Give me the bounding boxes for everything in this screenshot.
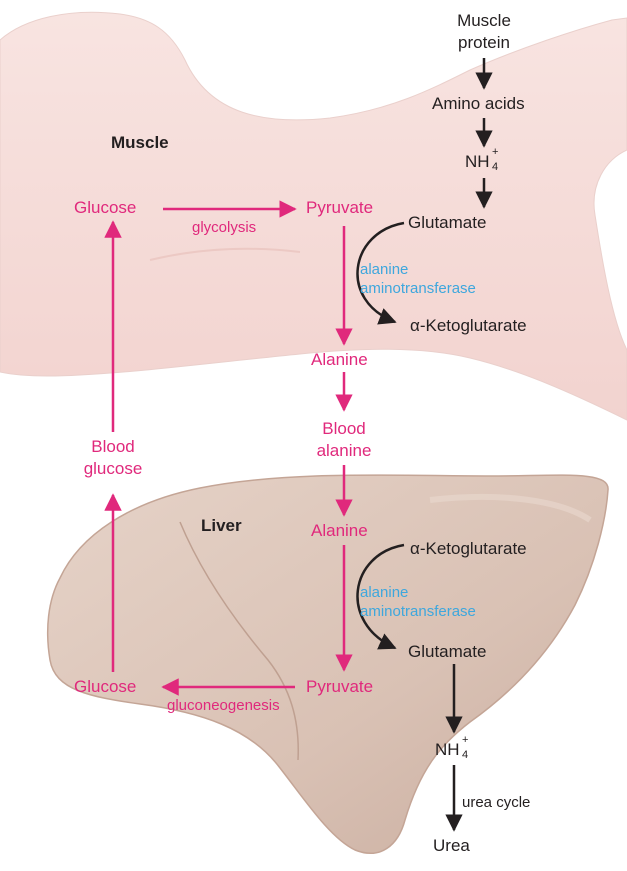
muscle-pyruvate-label: Pyruvate	[306, 198, 374, 217]
muscle-alanine-label: Alanine	[311, 350, 368, 369]
liver-region-label: Liver	[201, 516, 242, 535]
muscle-nh4-subscript: 4	[492, 161, 499, 173]
liver-ammonium-label: NH + 4	[435, 734, 475, 762]
muscle-ketoglutarate-label: α-Ketoglutarate	[410, 316, 527, 335]
liver-transamination-curve	[356, 543, 405, 650]
muscle-enzyme-label: alanine aminotransferase	[360, 261, 476, 297]
liver-ketoglutarate-label: α-Ketoglutarate	[410, 539, 527, 558]
liver-nh4-subscript: 4	[462, 749, 469, 761]
muscle-nh4-base: NH	[465, 152, 490, 171]
muscle-ammonium-label: NH + 4	[465, 146, 505, 174]
liver-nh4-charge: +	[462, 734, 469, 746]
liver-highlight	[429, 493, 592, 523]
liver-enzyme-label: alanine aminotransferase	[360, 584, 476, 620]
amino-acids-label: Amino acids	[432, 94, 525, 113]
muscle-crease	[149, 247, 301, 261]
liver-lobe-line	[179, 521, 299, 761]
liver-glutamate-label: Glutamate	[408, 642, 487, 661]
liver-shape	[46, 474, 609, 854]
urea-cycle-label: urea cycle	[462, 794, 531, 811]
liver-pyruvate-label: Pyruvate	[306, 677, 374, 696]
muscle-protein-label: Muscle protein	[457, 11, 511, 52]
blood-alanine-label: Blood alanine	[316, 419, 372, 460]
liver-nh4-base: NH	[435, 740, 460, 759]
muscle-arm-shape	[0, 11, 627, 421]
liver-alanine-label: Alanine	[311, 521, 368, 540]
liver-glucose-label: Glucose	[74, 677, 137, 696]
urea-label: Urea	[433, 836, 470, 855]
muscle-glutamate-label: Glutamate	[408, 213, 487, 232]
muscle-transamination-curve	[356, 221, 405, 325]
blood-glucose-label: Blood glucose	[83, 437, 143, 478]
muscle-region-label: Muscle	[111, 133, 169, 152]
muscle-nh4-charge: +	[492, 146, 499, 158]
gluconeogenesis-label: gluconeogenesis	[167, 697, 280, 714]
glycolysis-label: glycolysis	[192, 219, 257, 236]
muscle-glucose-label: Glucose	[74, 198, 137, 217]
